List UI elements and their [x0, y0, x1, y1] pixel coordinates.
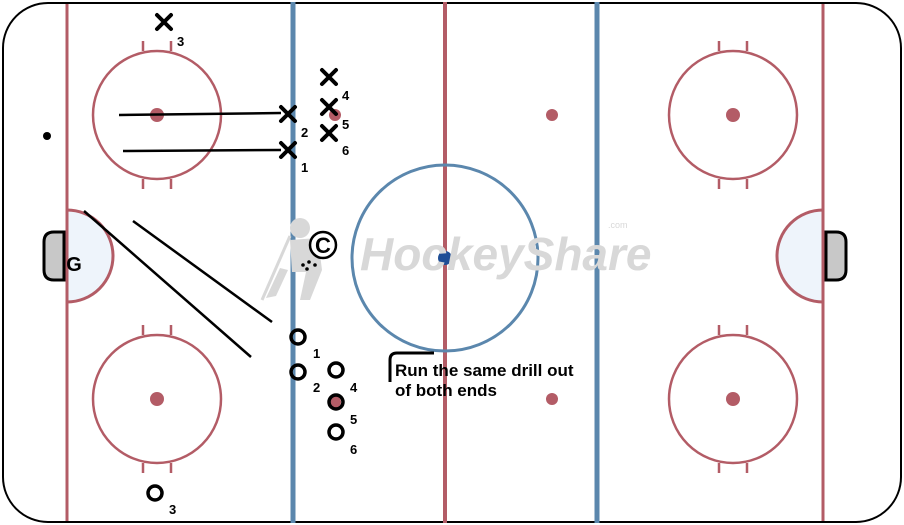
- center-faceoff-circle: [350, 163, 540, 353]
- right-top-faceoff-dot: [726, 108, 740, 122]
- player-o-6-label: 6: [350, 442, 357, 457]
- goalie-label: G: [66, 254, 82, 276]
- note-bracket: [388, 351, 434, 382]
- right-goal-crease: [775, 208, 825, 304]
- player-o-5: 5: [327, 393, 357, 427]
- player-o-2: 2: [289, 363, 320, 395]
- left-top-faceoff-circle: [91, 41, 223, 189]
- skate-path-x1: [122, 148, 282, 153]
- watermark-brand: HockeyShare: [360, 228, 652, 280]
- left-goal-net: [42, 230, 66, 282]
- skate-path-x2: [118, 111, 282, 117]
- player-x-5: 5: [320, 98, 349, 132]
- left-bottom-faceoff-dot: [150, 392, 164, 406]
- player-x-4-label: 4: [342, 88, 350, 103]
- player-x-2-label: 2: [301, 125, 308, 140]
- neutral-dot-right-top: [546, 109, 558, 121]
- player-o-2-label: 2: [313, 380, 320, 395]
- player-o-3-label: 3: [169, 502, 176, 517]
- player-x-1: 1: [279, 141, 308, 175]
- neutral-dot-left-bottom: [329, 396, 341, 408]
- left-bottom-faceoff-circle: [91, 325, 223, 473]
- center-faceoff-dot: [438, 251, 452, 265]
- player-o-4-label: 4: [350, 380, 358, 395]
- drill-paths: [83, 111, 282, 358]
- skate-path-o-inner: [132, 219, 273, 324]
- player-x-4: 4: [320, 68, 350, 103]
- player-x-3: 3: [155, 13, 184, 49]
- coach-marker: C: [308, 230, 338, 260]
- drill-note: Run the same drill out of both ends: [388, 351, 574, 400]
- player-x-1-label: 1: [301, 160, 308, 175]
- player-o-4: 4: [327, 361, 358, 395]
- note-line-1: Run the same drill out: [395, 361, 574, 380]
- skate-path-o-outer: [83, 210, 252, 358]
- right-bottom-faceoff-circle: [667, 325, 799, 473]
- player-o-1-label: 1: [313, 346, 320, 361]
- right-bottom-faceoff-dot: [726, 392, 740, 406]
- puck-dot: [43, 132, 51, 140]
- player-o-5-label: 5: [350, 412, 357, 427]
- player-x-6-label: 6: [342, 143, 349, 158]
- player-x-6: 6: [320, 124, 349, 158]
- player-o-3: 3: [146, 484, 176, 517]
- coach-symbol: C: [315, 233, 331, 258]
- player-o-6: 6: [327, 423, 357, 457]
- puck-pile-icon: [301, 260, 317, 271]
- player-o-1: 1: [289, 328, 320, 361]
- right-goal-net: [824, 230, 848, 282]
- right-top-faceoff-circle: [667, 41, 799, 189]
- player-x-5-label: 5: [342, 117, 349, 132]
- note-line-2: of both ends: [395, 381, 497, 400]
- neutral-dot-right-bottom: [546, 393, 558, 405]
- player-x-2: 2: [279, 105, 308, 140]
- player-x-3-label: 3: [177, 34, 184, 49]
- watermark-suffix: .com: [608, 220, 628, 230]
